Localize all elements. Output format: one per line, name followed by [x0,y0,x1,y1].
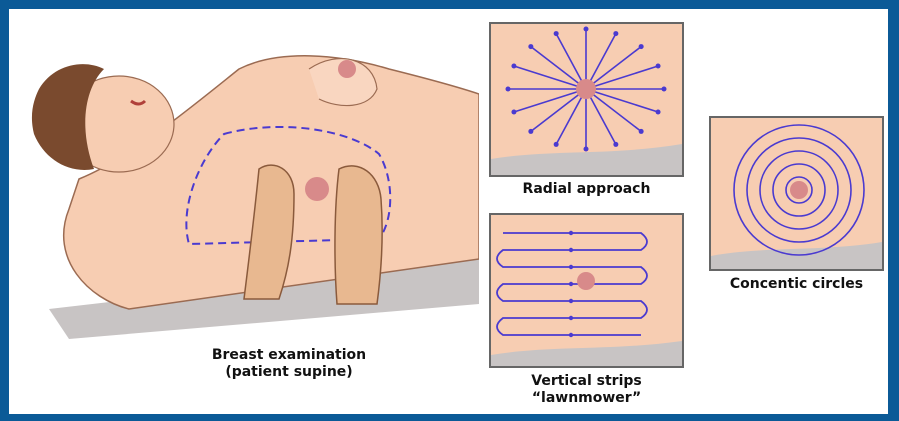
illustration-frame: Breast examination (patient supine) Radi… [9,9,888,414]
patient-supine-illustration [9,9,479,339]
radial-ray-arrowhead [656,64,661,69]
examined-nipple [305,177,329,201]
radial-ray-arrowhead [584,147,589,152]
radial-ray-arrowhead [656,109,661,114]
circles-nipple [790,181,808,199]
radial-ray-arrowhead [662,87,667,92]
radial-ray [531,47,586,89]
radial-approach-panel [489,22,684,177]
main-caption-line1: Breast examination [159,347,419,364]
radial-caption: Radial approach [489,181,684,198]
main-caption: Breast examination (patient supine) [159,347,419,381]
radial-ray-arrowhead [584,27,589,32]
radial-rays-diagram [491,24,682,175]
radial-ray-arrowhead [639,129,644,134]
strips-caption-line2: “lawnmower” [489,390,684,407]
right-hand [335,166,382,304]
radial-ray [531,89,586,131]
radial-ray-arrowhead [528,129,533,134]
radial-ray-arrowhead [554,31,559,36]
circles-caption: Concentic circles [709,276,884,293]
radial-ray-arrowhead [554,142,559,147]
strips-caption: Vertical strips “lawnmower” [489,373,684,407]
vertical-strips-panel [489,213,684,368]
radial-ray-arrowhead [639,44,644,49]
strips-shadow [491,341,682,366]
radial-ray [586,47,641,89]
radial-ray-arrowhead [613,31,618,36]
radial-ray [586,89,641,131]
radial-ray-arrowhead [528,44,533,49]
strips-nipple [577,272,595,290]
radial-ray-arrowhead [613,142,618,147]
upper-nipple [338,60,356,78]
radial-ray-arrowhead [511,109,516,114]
lawnmower-path-diagram [491,215,682,366]
radial-ray-arrowhead [506,87,511,92]
strips-caption-line1: Vertical strips [489,373,684,390]
concentric-circles-diagram [711,118,882,269]
main-caption-line2: (patient supine) [159,364,419,381]
radial-nipple [576,79,596,99]
radial-ray-arrowhead [511,64,516,69]
concentric-circles-panel [709,116,884,271]
